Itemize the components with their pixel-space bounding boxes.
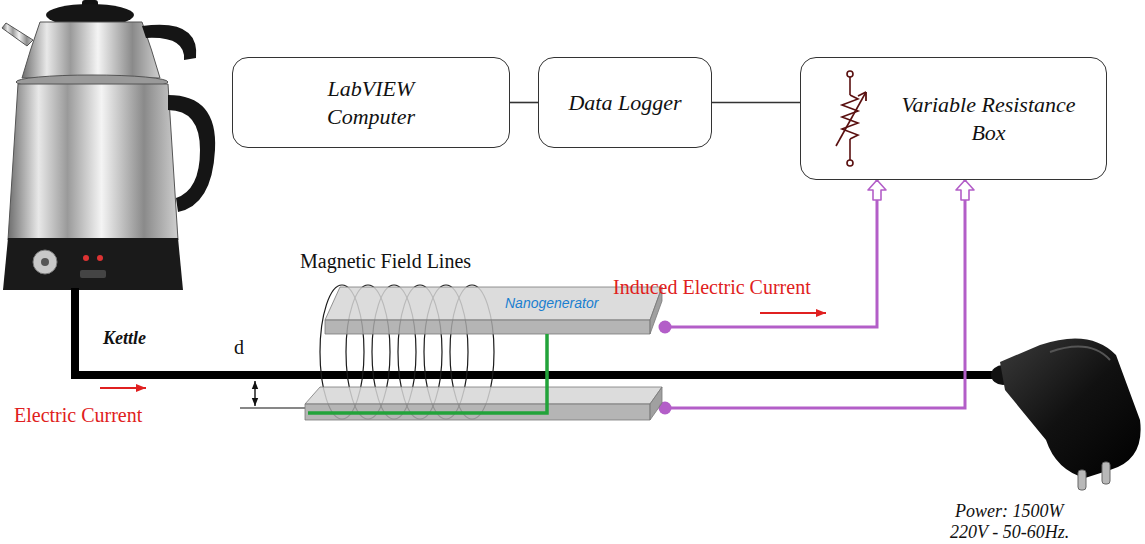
current-arrow [760, 312, 826, 314]
connector-group [659, 180, 878, 334]
plug [991, 338, 1141, 490]
power-cord [75, 288, 1005, 375]
connector-group [712, 102, 800, 103]
link-line [712, 102, 800, 104]
current-label: Electric Current [14, 404, 142, 427]
power-label: Power: 1500W [955, 501, 1063, 522]
resistance-box: Variable Resistance Box [800, 57, 1107, 180]
kettle-label: Kettle [103, 328, 146, 349]
plate-face [305, 387, 662, 404]
variable-resistor-symbol [836, 71, 866, 166]
nanogenerator-plates: Nanogenerator [300, 282, 665, 427]
electrode-strip [308, 334, 547, 413]
field-lines-label: Magnetic Field Lines [300, 250, 471, 273]
computer-box: LabVIEW Computer [232, 57, 510, 148]
kettle [2, 0, 215, 290]
current-arrow [100, 387, 146, 389]
terminal-dot [659, 321, 672, 334]
induced-current-label: Induced Electric Current [613, 276, 811, 299]
box-label: Data Logger [550, 89, 700, 117]
signal-wire [665, 180, 877, 327]
link-line [510, 102, 538, 104]
component-label: Nanogenerator [505, 295, 598, 313]
distance-label: d [234, 336, 244, 359]
voltage-label: 220V - 50-60Hz. [950, 522, 1069, 543]
distance-dimension [240, 381, 305, 408]
data-logger-box: Data Logger [538, 57, 712, 148]
box-label: LabVIEW Computer [306, 75, 436, 130]
plate-face [650, 387, 662, 420]
plate-face [325, 287, 662, 320]
box-label: Variable Resistance Box [901, 91, 1076, 146]
nanogenerator-shape [300, 282, 665, 427]
connector-group [510, 102, 538, 103]
plate-face [325, 320, 650, 334]
